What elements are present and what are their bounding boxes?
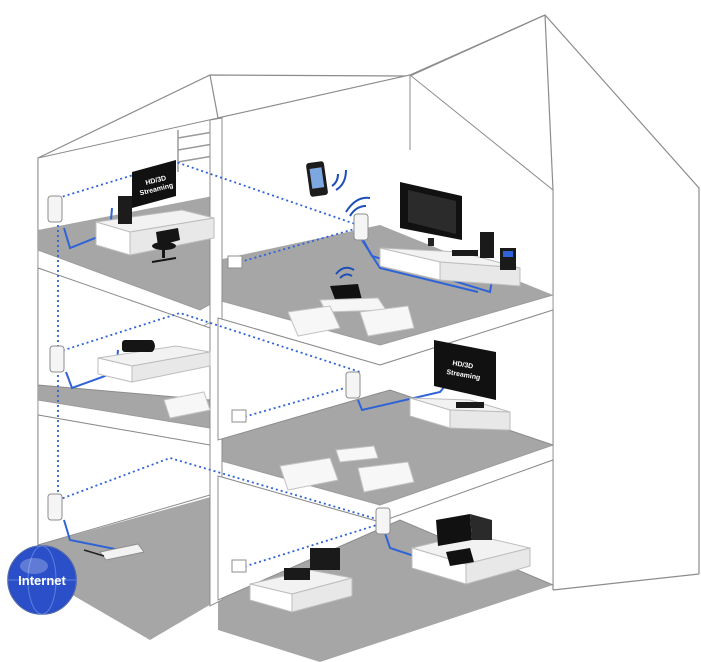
- tv-icon: HD/3D Streaming: [132, 160, 176, 208]
- bottom-left-room: [47, 493, 145, 561]
- wall-socket-icon: [231, 409, 247, 423]
- powerline-adapter-icon: [353, 213, 369, 241]
- screen-label-line1: HD/3D: [145, 175, 167, 187]
- tv-icon: HD/3D Streaming: [434, 340, 496, 400]
- wall-socket-icon: [231, 559, 247, 573]
- sound-system: [122, 340, 155, 352]
- top-right-room: [227, 161, 521, 337]
- wall-socket-icon: [227, 255, 243, 269]
- top-socket-link: [239, 227, 359, 263]
- top-left-room: HD/3D Streaming: [47, 160, 215, 263]
- internet-label: Internet: [18, 573, 66, 588]
- sofa-set: [287, 305, 415, 337]
- powerline-adapter-icon: [49, 345, 65, 373]
- desktop-pc-icon: [118, 196, 132, 224]
- printer-icon: [284, 548, 340, 580]
- tv-icon: [400, 182, 462, 246]
- media-player: [452, 250, 478, 256]
- top-floor-link: [57, 161, 359, 226]
- powerline-adapter-icon: [47, 493, 63, 521]
- powerline-adapter-icon: [345, 371, 361, 399]
- powerline-adapter-icon: [375, 507, 391, 535]
- middle-left-room: [49, 340, 211, 419]
- router-icon: [99, 543, 145, 561]
- smartphone-icon: [306, 161, 328, 197]
- powerline-links: [57, 161, 381, 569]
- wifi-signal-icon: [331, 169, 371, 217]
- sofa-set: [279, 445, 415, 493]
- globe-icon: Internet: [7, 545, 77, 615]
- media-player: [456, 402, 484, 408]
- sofa: [163, 391, 211, 419]
- laptop-icon: [446, 548, 474, 566]
- powerline-adapter-icon: [47, 195, 63, 223]
- wifi-signal-icon: [335, 266, 355, 279]
- desktop-pc-icon: [480, 232, 494, 258]
- screen-label-line1: HD/3D: [452, 360, 474, 371]
- middle-right-room: HD/3D Streaming: [231, 340, 511, 493]
- office-chair: [151, 228, 180, 263]
- bottom-floor-link: [57, 457, 381, 521]
- tv-icon: [436, 514, 492, 546]
- bottom-right-room: [231, 507, 531, 613]
